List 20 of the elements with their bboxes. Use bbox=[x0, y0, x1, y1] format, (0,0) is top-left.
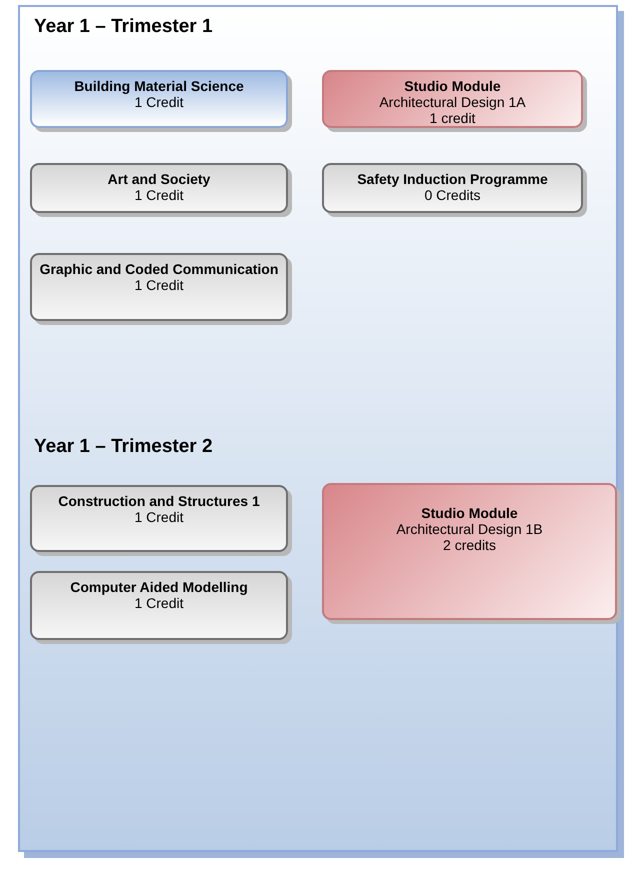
credit-text: 0 Credits bbox=[424, 187, 481, 203]
course-title: Studio Module bbox=[421, 505, 518, 521]
course-subtitle: Architectural Design 1B bbox=[396, 521, 543, 537]
credit-text: 1 Credit bbox=[134, 94, 184, 110]
credit-text: 2 credits bbox=[443, 537, 496, 553]
credit-text: 1 Credit bbox=[134, 509, 184, 525]
section-heading: Year 1 – Trimester 1 bbox=[34, 16, 213, 38]
course-title: Safety Induction Programme bbox=[357, 171, 548, 187]
course-title: Graphic and Coded Communication bbox=[40, 261, 278, 277]
course-title: Computer Aided Modelling bbox=[70, 579, 248, 595]
credit-text: 1 Credit bbox=[134, 595, 184, 611]
course-title: Art and Society bbox=[108, 171, 210, 187]
course-title: Construction and Structures 1 bbox=[58, 493, 260, 509]
course-title: Building Material Science bbox=[74, 78, 244, 94]
credit-text: 1 Credit bbox=[134, 187, 184, 203]
credit-text: 1 Credit bbox=[134, 277, 184, 293]
course-title: Studio Module bbox=[404, 78, 501, 94]
course-subtitle: Architectural Design 1A bbox=[379, 94, 526, 110]
section-heading: Year 1 – Trimester 2 bbox=[34, 436, 213, 458]
credit-text: 1 credit bbox=[430, 110, 476, 126]
